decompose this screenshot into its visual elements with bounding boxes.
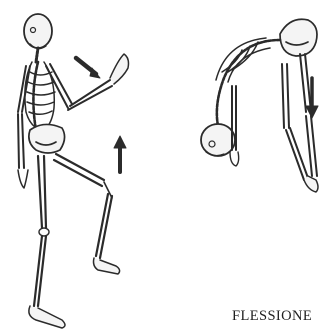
skeleton-standing-knee-raise-figure <box>18 14 129 328</box>
skull <box>24 14 52 49</box>
left-arm <box>18 66 30 188</box>
left-arm-hanging <box>230 86 239 166</box>
lumbar-spine <box>33 62 38 130</box>
right-leg-raised <box>54 154 120 274</box>
caption-label: FLESSIONE <box>232 308 312 325</box>
spine-curved <box>217 40 280 126</box>
skull-hanging <box>201 124 235 156</box>
left-leg-standing <box>29 156 65 328</box>
pelvis-upper <box>280 19 317 56</box>
pelvis <box>29 124 65 153</box>
arrow-down-right-icon <box>76 58 100 78</box>
skeleton-forward-bend-figure <box>201 19 318 192</box>
right-arm-raised <box>46 54 129 110</box>
legs-upright <box>300 54 317 176</box>
cervical-spine <box>36 48 38 62</box>
arrow-up-icon <box>114 136 126 172</box>
